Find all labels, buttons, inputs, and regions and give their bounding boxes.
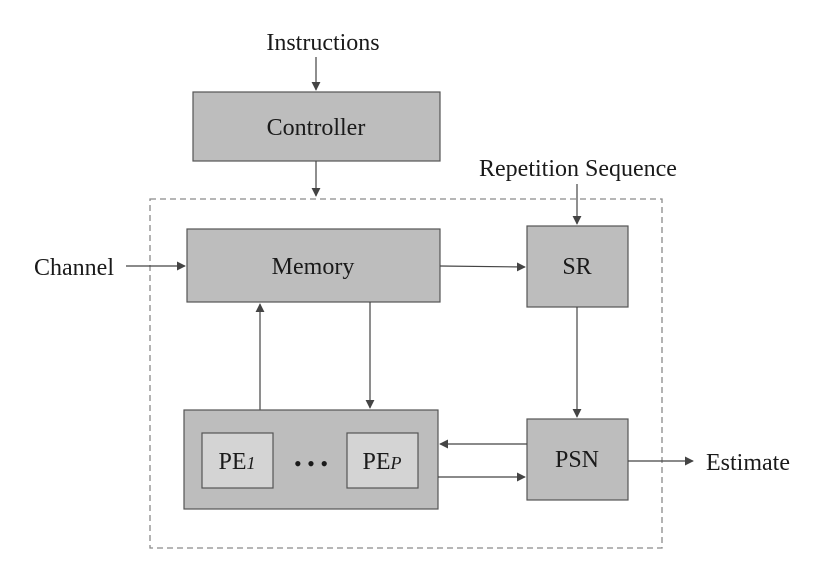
hardware-boundary bbox=[149, 198, 663, 549]
pe-1-name: PE bbox=[218, 449, 246, 475]
controller-label: Controller bbox=[267, 115, 366, 141]
memory-to-sr-arrow bbox=[439, 262, 526, 272]
pe-ellipsis: • • • bbox=[294, 451, 328, 476]
memory-label: Memory bbox=[272, 254, 355, 280]
sr-label: SR bbox=[562, 254, 591, 280]
sr-block bbox=[526, 225, 629, 308]
pe-1-block bbox=[201, 432, 274, 489]
instructions-label: Instructions bbox=[266, 30, 379, 56]
psn-label: PSN bbox=[555, 447, 599, 473]
repetition-sequence-label: Repetition Sequence bbox=[479, 156, 677, 182]
pe-p-block bbox=[346, 432, 419, 489]
pe-p-label: PEP bbox=[362, 449, 401, 475]
pe-1-subscript: 1 bbox=[247, 453, 256, 473]
channel-label: Channel bbox=[34, 255, 114, 281]
memory-block bbox=[186, 228, 441, 303]
estimate-label: Estimate bbox=[706, 450, 790, 476]
psn-block bbox=[526, 418, 629, 501]
pe-1-label: PE1 bbox=[218, 449, 255, 475]
pe-p-name: PE bbox=[362, 449, 390, 475]
pe-p-subscript: P bbox=[390, 453, 402, 473]
